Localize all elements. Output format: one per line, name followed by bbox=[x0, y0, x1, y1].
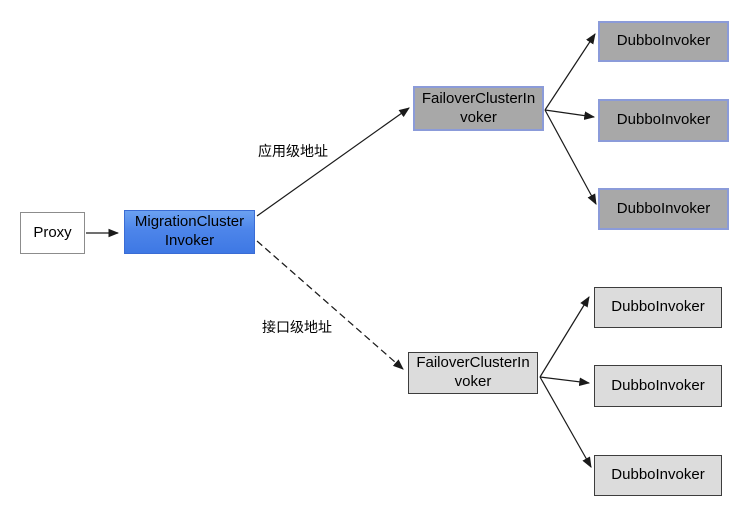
node-dubbo-invoker-app-1: DubboInvoker bbox=[598, 21, 729, 62]
edge-failover-interface-to-dubbo-1 bbox=[539, 296, 590, 378]
node-dubbo-invoker-interface-3-label: DubboInvoker bbox=[611, 466, 705, 484]
edge-failover-app-to-dubbo-3 bbox=[544, 109, 597, 205]
node-dubbo-invoker-interface-2: DubboInvoker bbox=[594, 365, 722, 407]
edge-label-app-level-address: 应用级地址 bbox=[258, 143, 328, 159]
node-proxy: Proxy bbox=[20, 212, 85, 254]
edge-failover-interface-to-dubbo-2 bbox=[539, 376, 591, 387]
node-dubbo-invoker-interface-2-label: DubboInvoker bbox=[611, 376, 705, 394]
node-dubbo-invoker-interface-1: DubboInvoker bbox=[594, 287, 722, 328]
node-failover-cluster-invoker-app-label: FailoverClusterIn voker bbox=[421, 89, 536, 126]
node-failover-cluster-invoker-app: FailoverClusterIn voker bbox=[413, 86, 544, 131]
node-dubbo-invoker-app-3: DubboInvoker bbox=[598, 188, 729, 230]
node-failover-cluster-invoker-interface: FailoverClusterIn voker bbox=[408, 352, 538, 394]
edge-failover-interface-to-dubbo-3 bbox=[539, 376, 592, 468]
edge-label-interface-level-address: 接口级地址 bbox=[262, 319, 332, 335]
node-migration-cluster-invoker-label: MigrationCluster Invoker bbox=[134, 213, 245, 249]
node-dubbo-invoker-app-2: DubboInvoker bbox=[598, 99, 729, 142]
node-migration-cluster-invoker: MigrationCluster Invoker bbox=[124, 210, 255, 254]
node-dubbo-invoker-interface-3: DubboInvoker bbox=[594, 455, 722, 496]
edge-failover-app-to-dubbo-2 bbox=[544, 109, 596, 120]
node-dubbo-invoker-app-1-label: DubboInvoker bbox=[616, 32, 711, 50]
edge-failover-app-to-dubbo-1 bbox=[544, 33, 596, 111]
node-proxy-label: Proxy bbox=[33, 223, 72, 241]
node-failover-cluster-invoker-interface-label: FailoverClusterIn voker bbox=[416, 354, 530, 390]
node-dubbo-invoker-app-3-label: DubboInvoker bbox=[616, 199, 711, 217]
edge-migration-to-failover-interface bbox=[256, 240, 404, 370]
edge-migration-to-failover-app bbox=[256, 107, 410, 217]
node-dubbo-invoker-interface-1-label: DubboInvoker bbox=[611, 298, 705, 316]
node-dubbo-invoker-app-2-label: DubboInvoker bbox=[616, 111, 711, 129]
